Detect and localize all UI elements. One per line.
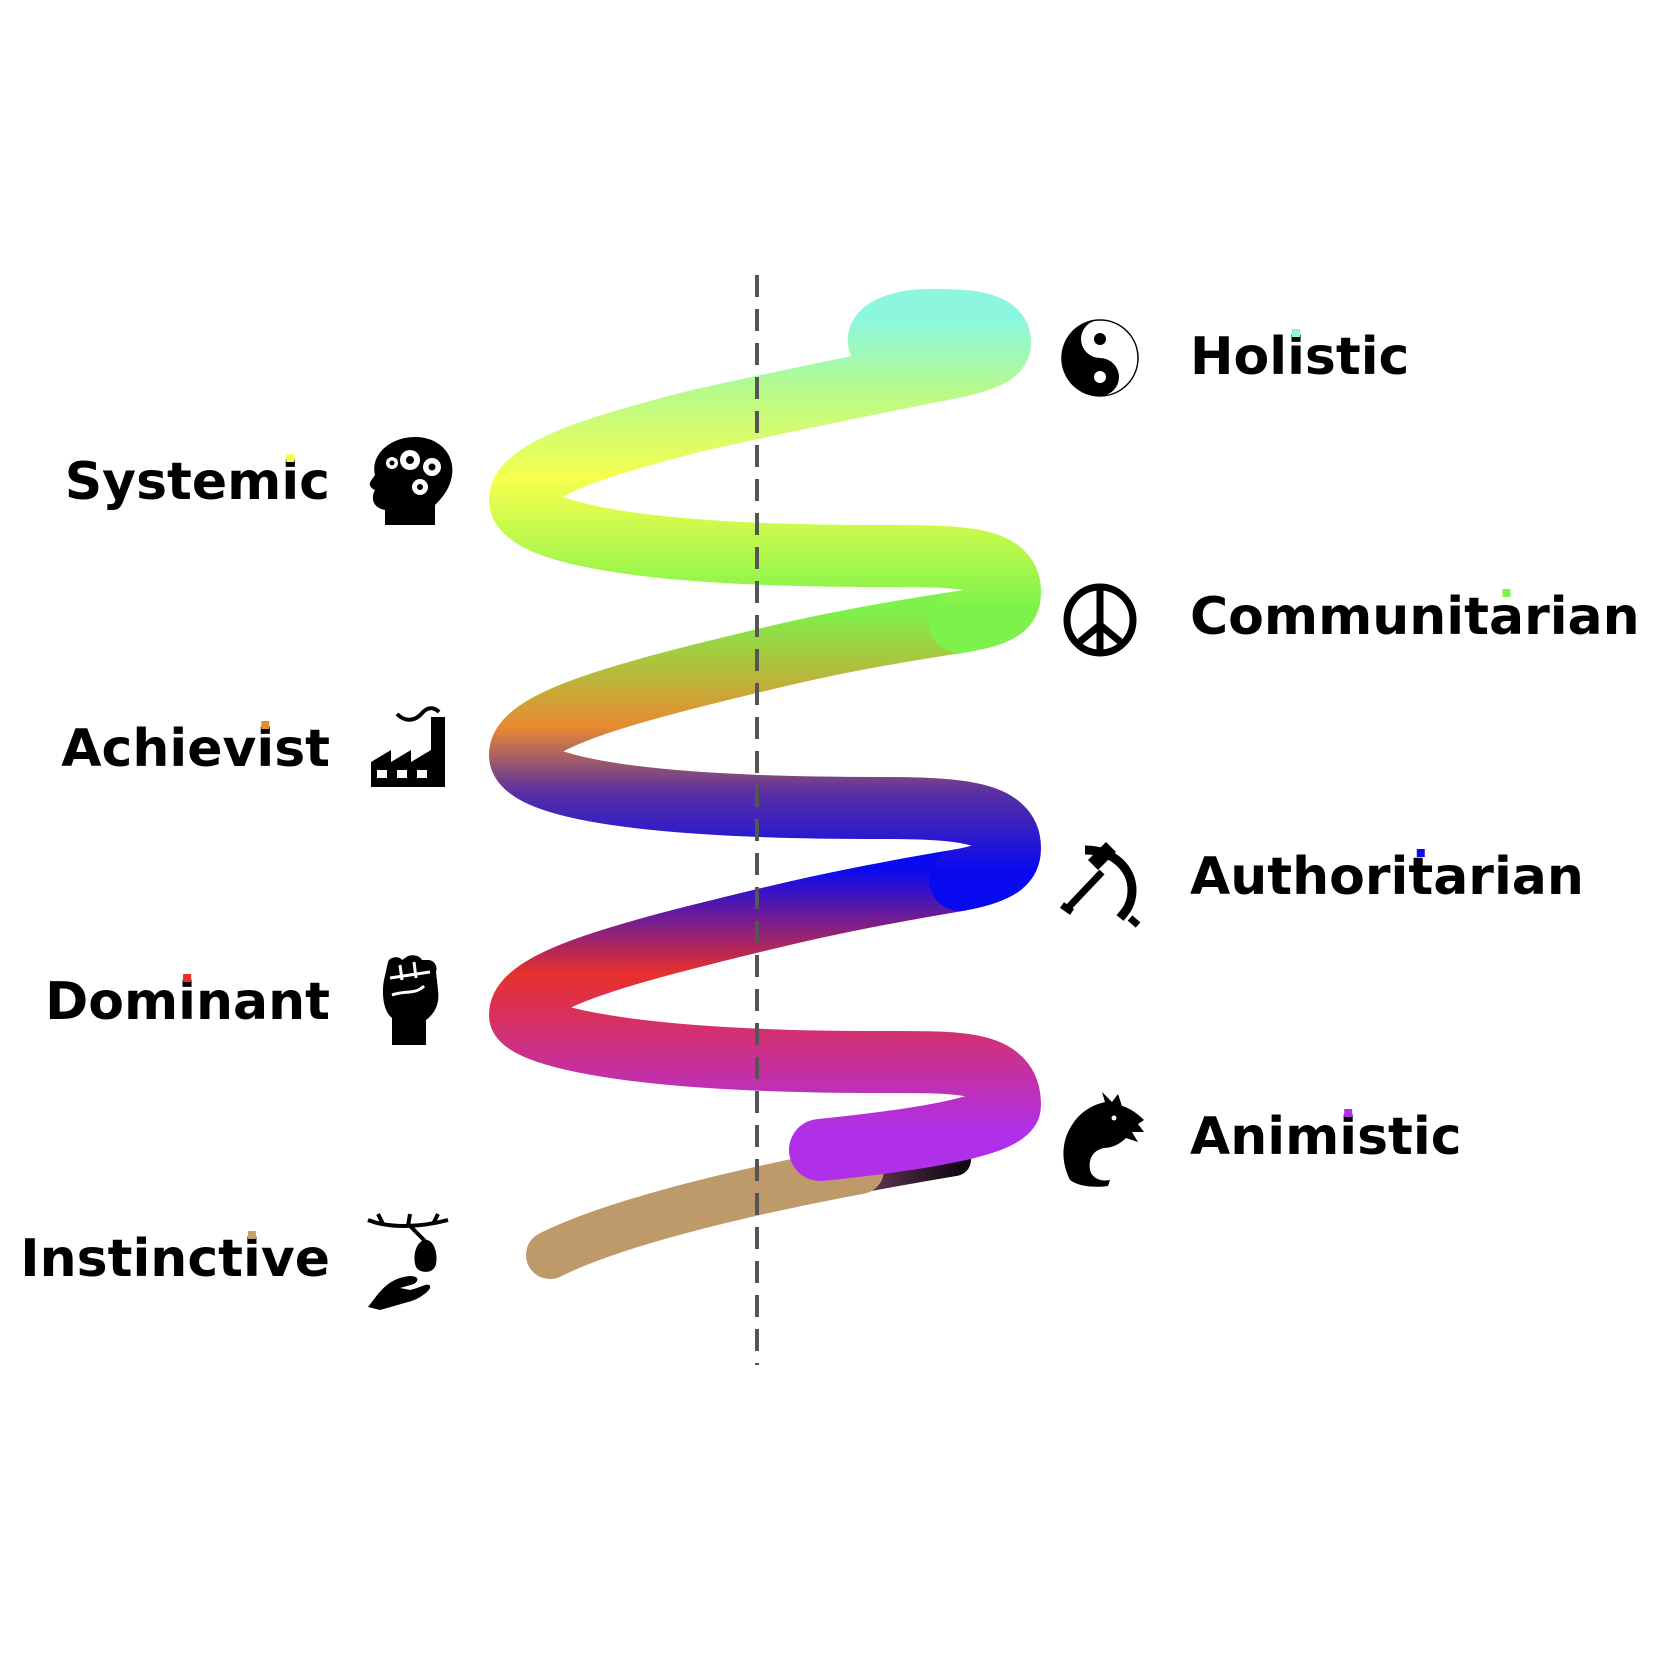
hammer-sickle-icon <box>1059 842 1141 928</box>
accent-letter: i <box>178 972 196 1032</box>
hand-fruit-icon <box>367 1213 449 1310</box>
accent-letter: i <box>243 1229 261 1289</box>
factory-icon <box>371 706 445 787</box>
spiral-segment-instinctive <box>526 1146 884 1279</box>
stage-label-communitarian: Communitarian <box>1190 587 1640 647</box>
accent-letter: i <box>1339 1107 1357 1167</box>
stage-color-dot-animistic <box>1344 1109 1353 1117</box>
stage-color-dot-systemic <box>286 454 295 462</box>
stage-color-dot-holistic <box>1291 329 1300 337</box>
stage-label-holistic: Holistic <box>1190 327 1409 387</box>
peace-sign-icon <box>1063 583 1137 657</box>
stage-color-dot-communitarian <box>1502 589 1511 597</box>
accent-letter: i <box>281 452 299 512</box>
head-gears-icon <box>369 437 453 525</box>
stage-color-dot-instinctive <box>247 1231 256 1239</box>
stage-label-systemic: Systemic <box>65 452 330 512</box>
stage-label-animistic: Animistic <box>1190 1107 1462 1167</box>
spiral-segment-authoritarian <box>488 591 1042 911</box>
stage-label-achievist: Achievist <box>61 719 330 779</box>
raised-fist-icon <box>382 955 439 1045</box>
yin-yang-icon <box>1061 319 1139 397</box>
spiral-ribbon <box>488 288 1042 1279</box>
accent-letter: i <box>1287 327 1305 387</box>
stage-label-instinctive: Instinctive <box>20 1229 330 1289</box>
dragon-icon <box>1063 1092 1144 1187</box>
stage-label-authoritarian: Authoritarian <box>1190 847 1584 907</box>
stage-label-dominant: Dominant <box>45 972 330 1032</box>
stage-color-dot-achievist <box>261 721 270 729</box>
accent-letter: i <box>256 719 274 779</box>
stage-color-dot-dominant <box>183 974 192 982</box>
spiral-segment-animistic <box>488 849 1042 1181</box>
stage-color-dot-authoritarian <box>1416 849 1425 857</box>
spiral-segment-communitarian <box>488 288 1042 653</box>
